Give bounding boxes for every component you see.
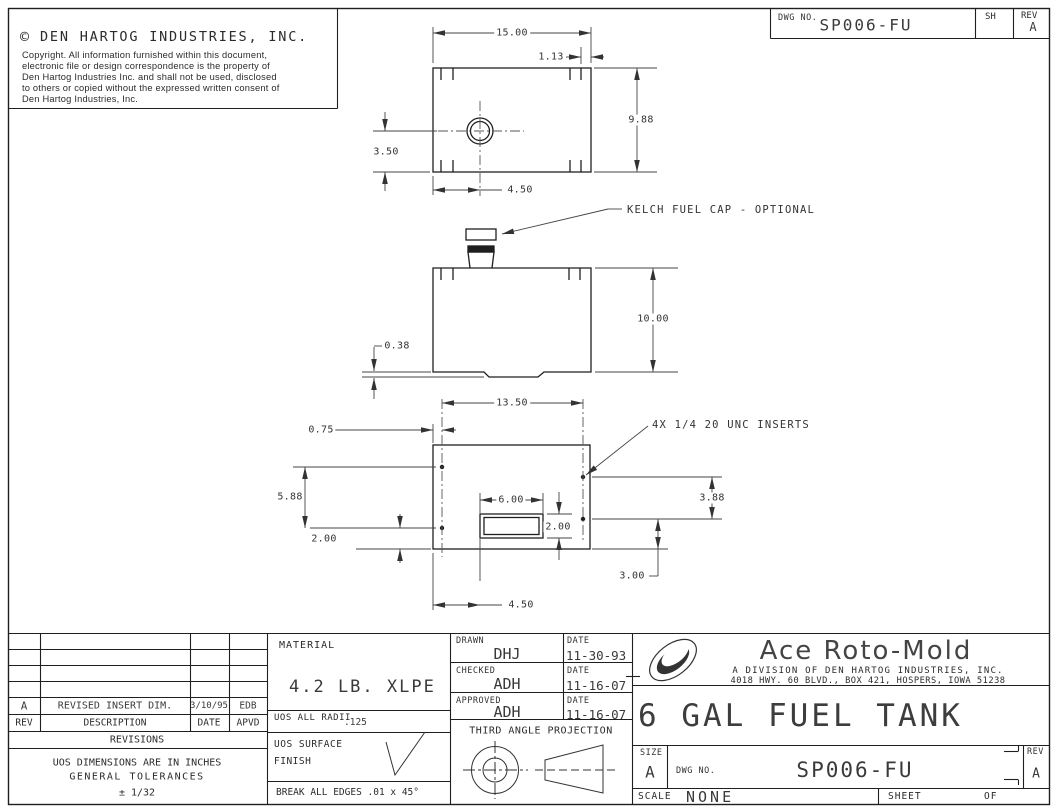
rev-label: REV [1027, 747, 1044, 757]
dim-front-recess: 0.38 [382, 340, 412, 352]
approved-value: ADH [493, 703, 521, 721]
dim-bottom-offset: 0.75 [306, 424, 336, 436]
tolerance-line-1: UOS DIMENSIONS ARE IN INCHES [52, 757, 222, 769]
bottom-view-dimensions [293, 400, 722, 610]
header-strip-lines [8, 8, 1050, 110]
radii-label: UOS ALL RADII [274, 713, 351, 723]
copyright-company: DEN HARTOG INDUSTRIES, INC. [40, 29, 309, 45]
header-dwg-no-value: SP006-FU [819, 15, 913, 35]
header-rev-value: A [1029, 20, 1037, 34]
approved-date-label: DATE [567, 696, 590, 706]
dim-bottom-slot-x: 4.50 [506, 599, 536, 611]
dim-bottom-right-bottom: 3.00 [617, 570, 647, 582]
top-view-centerlines [438, 101, 524, 196]
header-dwg-no-label: DWG NO. [778, 13, 818, 23]
tolerance-value: ± 1/32 [118, 787, 156, 799]
bottom-view-outline [432, 444, 591, 550]
scale-value: NONE [686, 788, 735, 806]
dim-top-notch: 1.13 [536, 51, 566, 63]
checked-date-value: 11-16-07 [566, 678, 627, 693]
dwg-no-value: SP006-FU [796, 758, 914, 782]
material-label: MATERIAL [279, 640, 336, 651]
checked-value: ADH [493, 675, 521, 693]
dim-front-height: 10.00 [635, 313, 671, 325]
dim-bottom-span: 13.50 [494, 397, 530, 409]
projection-label: THIRD ANGLE PROJECTION [469, 725, 613, 737]
dim-bottom-slot-width: 6.00 [496, 494, 526, 506]
surface-finish-checkmark-icon [385, 731, 426, 777]
revision-row-apvd: EDB [239, 700, 257, 712]
part-title: 6 GAL FUEL TANK [638, 698, 963, 734]
drawn-value: DHJ [493, 645, 521, 663]
copyright-line-4: to others or copied without the expresse… [22, 83, 280, 93]
company-name: Ace Roto-Mold [759, 636, 973, 666]
front-view-dimensions [362, 208, 678, 399]
header-rev-label: REV [1021, 11, 1038, 21]
front-view-outline [432, 228, 592, 378]
copyright-line-5: Den Hartog Industries, Inc. [22, 94, 138, 104]
front-cap-note: KELCH FUEL CAP - OPTIONAL [627, 204, 816, 216]
scale-label: SCALE [638, 791, 672, 802]
dim-bottom-slot-height: 2.00 [543, 521, 573, 533]
sheet-border [7, 7, 1051, 806]
revision-header-apvd: APVD [236, 717, 260, 729]
third-angle-projection-icon [463, 741, 617, 799]
dim-top-depth: 9.88 [626, 114, 656, 126]
dim-top-width: 15.00 [494, 27, 530, 39]
revision-header-description: DESCRIPTION [83, 717, 147, 729]
revision-header-rev: REV [15, 717, 33, 729]
revision-row-description: REVISED INSERT DIM. [57, 700, 173, 712]
dim-top-port-x: 4.50 [505, 184, 535, 196]
ace-roto-mold-logo-icon [649, 638, 697, 682]
bottom-view-centerlines [441, 399, 584, 557]
approved-date-value: 11-16-07 [566, 707, 627, 722]
revision-row-rev: A [20, 699, 28, 713]
approved-label: APPROVED [456, 696, 501, 706]
tolerance-line-2: GENERAL TOLERANCES [69, 771, 205, 783]
company-division: A DIVISION OF DEN HARTOG INDUSTRIES, INC… [732, 666, 1004, 676]
drawn-label: DRAWN [456, 636, 485, 646]
drawn-date-label: DATE [567, 636, 590, 646]
rev-value: A [1032, 766, 1040, 782]
surface-finish-label-1: UOS SURFACE [274, 739, 343, 750]
header-sh-label: SH [985, 12, 996, 22]
top-view-outline [432, 67, 592, 173]
bottom-insert-note: 4X 1/4 20 UNC INSERTS [652, 419, 810, 431]
break-edges-note: BREAK ALL EDGES .01 x 45° [276, 787, 419, 798]
revision-header-date: DATE [197, 717, 221, 729]
surface-finish-label-2: FINISH [274, 756, 312, 767]
dwg-no-label: DWG NO. [676, 766, 716, 776]
size-label: SIZE [640, 748, 663, 758]
dim-bottom-left-span: 5.88 [275, 491, 305, 503]
drawn-date-value: 11-30-93 [566, 648, 627, 663]
title-block-lines [8, 632, 1050, 805]
company-address: 4018 HWY. 60 BLVD., BOX 421, HOSPERS, IO… [730, 676, 1006, 686]
revisions-title: REVISIONS [109, 734, 165, 746]
radii-value: .125 [344, 717, 367, 728]
dim-top-port-y: 3.50 [371, 146, 401, 158]
copyright-symbol-icon: © [20, 28, 30, 46]
dim-bottom-right-span: 3.88 [697, 492, 727, 504]
copyright-line-2: electronic file or design correspondence… [22, 61, 270, 71]
dim-bottom-left-bottom: 2.00 [309, 533, 339, 545]
sheet-of-label: OF [984, 791, 998, 802]
top-view-dimensions [373, 27, 657, 195]
copyright-line-1: Copyright. All information furnished wit… [22, 50, 268, 60]
material-value: 4.2 LB. XLPE [289, 677, 436, 697]
size-value: A [645, 762, 655, 782]
copyright-line-3: Den Hartog Industries Inc. and shall not… [22, 72, 277, 82]
checked-label: CHECKED [456, 666, 496, 676]
checked-date-label: DATE [567, 666, 590, 676]
revision-row-date: 3/10/95 [190, 701, 228, 711]
sheet-label: SHEET [888, 791, 922, 802]
